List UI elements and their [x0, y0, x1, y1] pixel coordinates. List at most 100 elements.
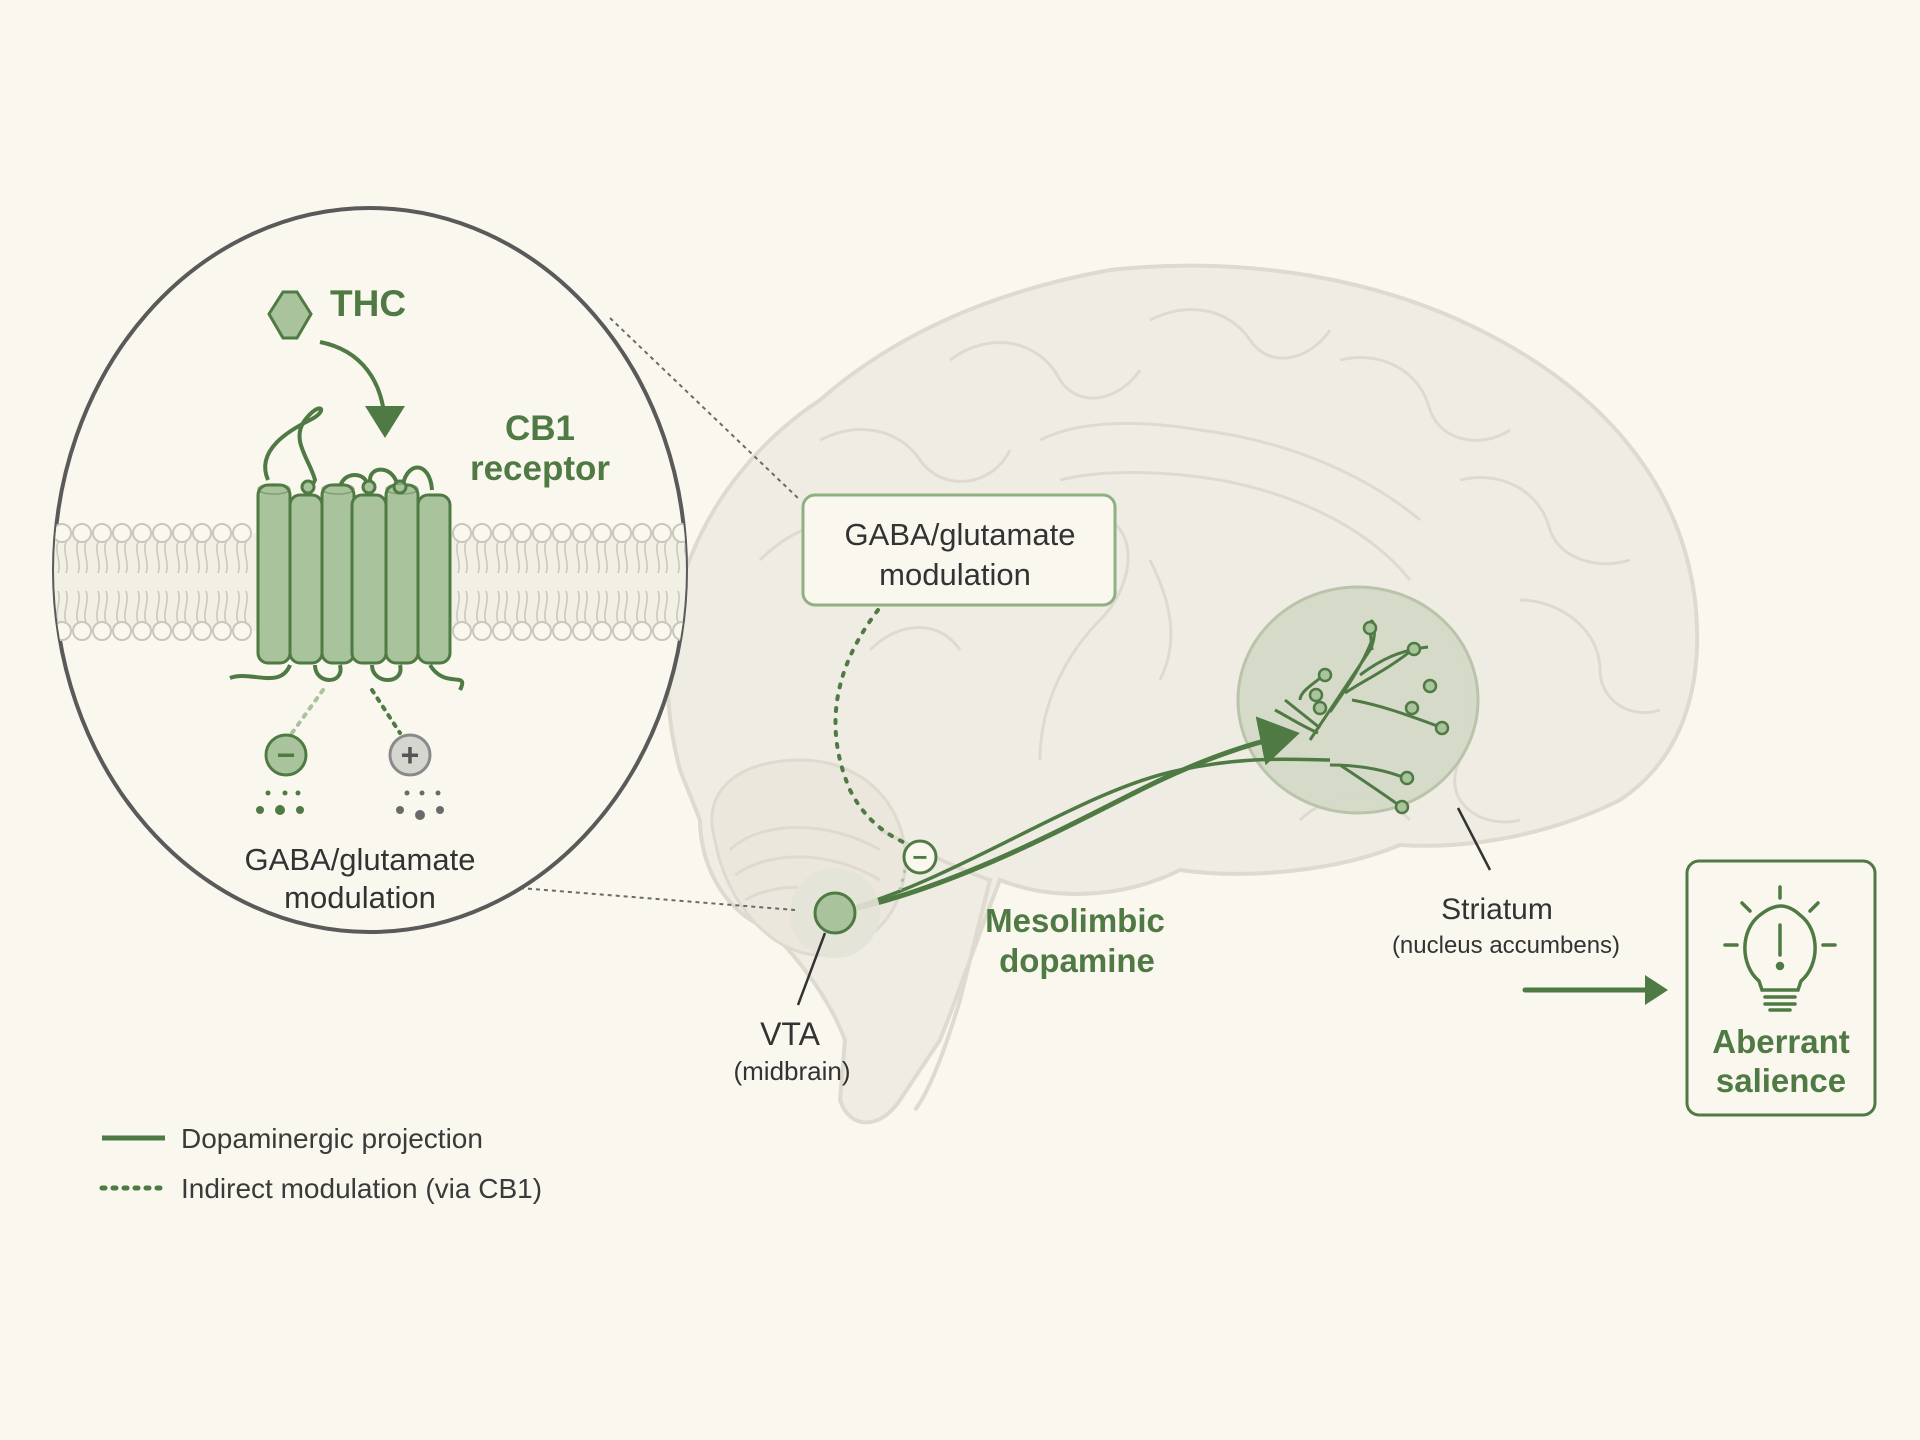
excite-signal-circle: [388, 733, 432, 777]
vta-label: VTA: [760, 1016, 821, 1052]
lipid-tail: [236, 541, 240, 574]
lipid-tail: [84, 541, 88, 574]
striatum-label: Striatum: [1441, 893, 1553, 926]
lipid-tail: [624, 541, 628, 574]
lipid-head: [632, 523, 652, 543]
lipid-tail: [144, 590, 148, 623]
lipid-tail: [484, 541, 488, 574]
vta-leader-line: [796, 932, 827, 1006]
lipid-tail: [84, 590, 88, 623]
lipid-head: [152, 621, 172, 641]
outcome-line1: Aberrant: [1712, 1023, 1850, 1060]
lipid-tail: [536, 541, 540, 574]
lipid-tail: [176, 541, 180, 574]
vta-sublabel: (midbrain): [733, 1056, 850, 1086]
lipid-tail: [224, 590, 228, 623]
lipid-tail: [56, 541, 60, 574]
vta-inhibit-symbol-circle: [902, 839, 938, 875]
lipid-tail: [524, 590, 528, 623]
lipid-head: [472, 621, 492, 641]
lipid-tail: [236, 590, 240, 623]
lipid-tail: [624, 590, 628, 623]
lipid-tail: [124, 541, 128, 574]
lipid-head: [92, 523, 112, 543]
lipid-head: [152, 523, 172, 543]
modulation-callout-box: [801, 493, 1117, 607]
receptor-label-line2: receptor: [470, 449, 610, 488]
neurotransmitter-dots-left: [256, 790, 304, 815]
lipid-tail: [464, 541, 468, 574]
lipid-tail: [96, 590, 100, 623]
lipid-tail: [64, 541, 68, 574]
lipid-head: [472, 523, 492, 543]
lipid-tail: [516, 590, 520, 623]
lipid-tail: [584, 541, 588, 574]
lipid-head: [572, 621, 592, 641]
lipid-tail: [596, 541, 600, 574]
lipid-head: [492, 523, 512, 543]
lipid-head: [232, 523, 252, 543]
lipid-tail: [144, 541, 148, 574]
lipid-head: [672, 523, 686, 543]
lipid-tail: [496, 590, 500, 623]
inset-leader-bottom: [519, 887, 796, 911]
lightbulb-exclamation-icon: [1723, 885, 1837, 1012]
lipid-tail: [604, 541, 608, 574]
lipid-head: [532, 621, 552, 641]
vta-node: [813, 891, 857, 935]
lipid-head: [72, 621, 92, 641]
lipid-tail: [664, 590, 668, 623]
lipid-tail: [524, 541, 528, 574]
lipid-tail: [556, 541, 560, 574]
lipid-head: [92, 621, 112, 641]
lipid-tail: [664, 541, 668, 574]
projection-fiber: [834, 757, 1331, 915]
lipid-head: [132, 523, 152, 543]
lipid-head: [54, 523, 72, 543]
lipid-tail: [224, 541, 228, 574]
lipid-tail: [476, 590, 480, 623]
lipid-head: [632, 621, 652, 641]
brain-illustration: [665, 263, 1700, 1125]
lipid-tail: [176, 590, 180, 623]
lipid-tail: [656, 590, 660, 623]
lipid-tail: [504, 590, 508, 623]
lipid-head: [172, 621, 192, 641]
lipid-tail: [456, 590, 460, 623]
inhibit-signal-circle: [264, 733, 308, 777]
indirect-modulation-line: [833, 608, 917, 850]
receptor-inset: THC CB1 receptor − + GABA/glutamate modu…: [52, 206, 688, 934]
lipid-tail: [204, 541, 208, 574]
lipid-tail: [216, 541, 220, 574]
lipid-head: [132, 621, 152, 641]
lipid-tail: [576, 590, 580, 623]
outcome-box: [1685, 859, 1877, 1117]
lipid-head: [232, 621, 252, 641]
thc-binding-arrow: [319, 340, 405, 438]
lipid-head: [512, 621, 532, 641]
legend: Dopaminergic projection Indirect modulat…: [99, 1123, 542, 1204]
lipid-head: [572, 523, 592, 543]
receptor-helices: [256, 479, 452, 665]
lipid-tail: [676, 590, 680, 623]
lipid-head: [532, 523, 552, 543]
lipid-tail: [136, 590, 140, 623]
lipid-tail: [484, 590, 488, 623]
legend-label-solid: Dopaminergic projection: [181, 1123, 483, 1154]
inhibit-signal-symbol: −: [277, 737, 296, 773]
lipid-tail: [564, 541, 568, 574]
lipid-head: [72, 523, 92, 543]
legend-label-dotted: Indirect modulation (via CB1): [181, 1173, 542, 1204]
lipid-tail: [456, 541, 460, 574]
thc-label: THC: [330, 283, 406, 324]
lipid-tail: [476, 541, 480, 574]
lipid-tail: [516, 541, 520, 574]
neurotransmitter-dots-right: [396, 790, 444, 820]
lipid-tail: [164, 541, 168, 574]
lipid-head: [652, 523, 672, 543]
callout-line2: modulation: [879, 557, 1031, 592]
lipid-tail: [104, 590, 108, 623]
lipid-head: [452, 523, 472, 543]
lipid-head: [652, 621, 672, 641]
lipid-tail: [544, 590, 548, 623]
